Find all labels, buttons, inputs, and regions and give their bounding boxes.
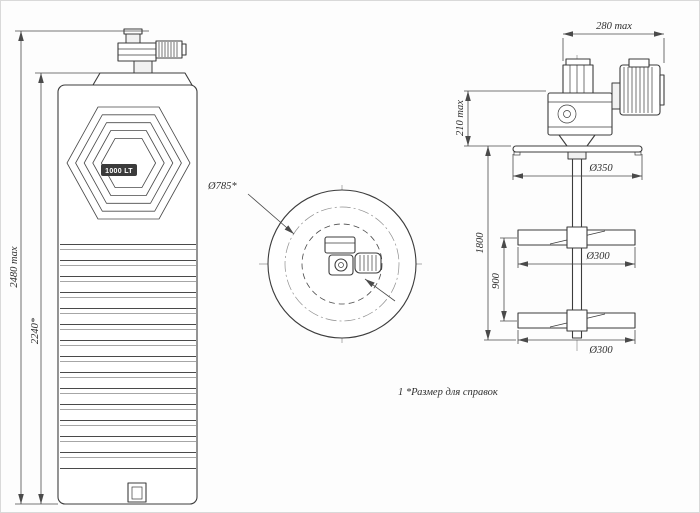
bell-housing [558, 134, 596, 147]
mixer-drive-front [117, 28, 187, 74]
mounting-flange [512, 145, 643, 153]
tank-outlet [127, 482, 147, 503]
dim-impeller-top-diameter-label: Ø300 [585, 251, 610, 262]
reference-note: 1 *Размер для справок [398, 387, 498, 398]
dim-flange-diameter-label: Ø350 [588, 163, 613, 174]
impeller-bottom [517, 309, 636, 332]
pointer-arrow [364, 278, 396, 302]
dim-drive-width-label: 280 max [596, 21, 632, 32]
tank-capacity-label: 1000 LT [105, 168, 133, 175]
impeller-top [517, 226, 636, 249]
diameter-leader [247, 193, 295, 235]
tank-moulding-pattern [66, 106, 191, 220]
tank-lid [92, 72, 193, 86]
side-view-dimensions: 280 max 210 max Ø350 1800 900 Ø300 [455, 21, 665, 356]
tank-ribs [60, 239, 196, 469]
gearbox-side [547, 92, 613, 136]
motor-front [155, 40, 183, 59]
capacity-plate [101, 164, 137, 176]
dim-body-height-label: 2240* [30, 317, 41, 344]
front-view-dimensions: 2480 max 2240* [9, 30, 149, 505]
lid-opening [301, 223, 383, 305]
dim-total-height-label: 2480 max [9, 246, 20, 287]
dim-shaft-length-label: 1800 [475, 232, 486, 254]
mixer-assembly-view: 280 max 210 max Ø350 1800 900 Ø300 [455, 21, 665, 356]
mixer-drive-top [324, 236, 382, 276]
tank-top-view: Ø785* [207, 181, 425, 343]
tank-front-view: 1000 LT [9, 28, 198, 505]
dim-impeller-bottom-diameter-label: Ø300 [588, 345, 613, 356]
dim-impeller-spacing-label: 900 [491, 272, 502, 289]
dim-drive-height-label: 210 max [455, 100, 466, 136]
mixer-drive-side [547, 58, 665, 147]
dim-tank-diameter-label: Ø785* [207, 181, 237, 192]
